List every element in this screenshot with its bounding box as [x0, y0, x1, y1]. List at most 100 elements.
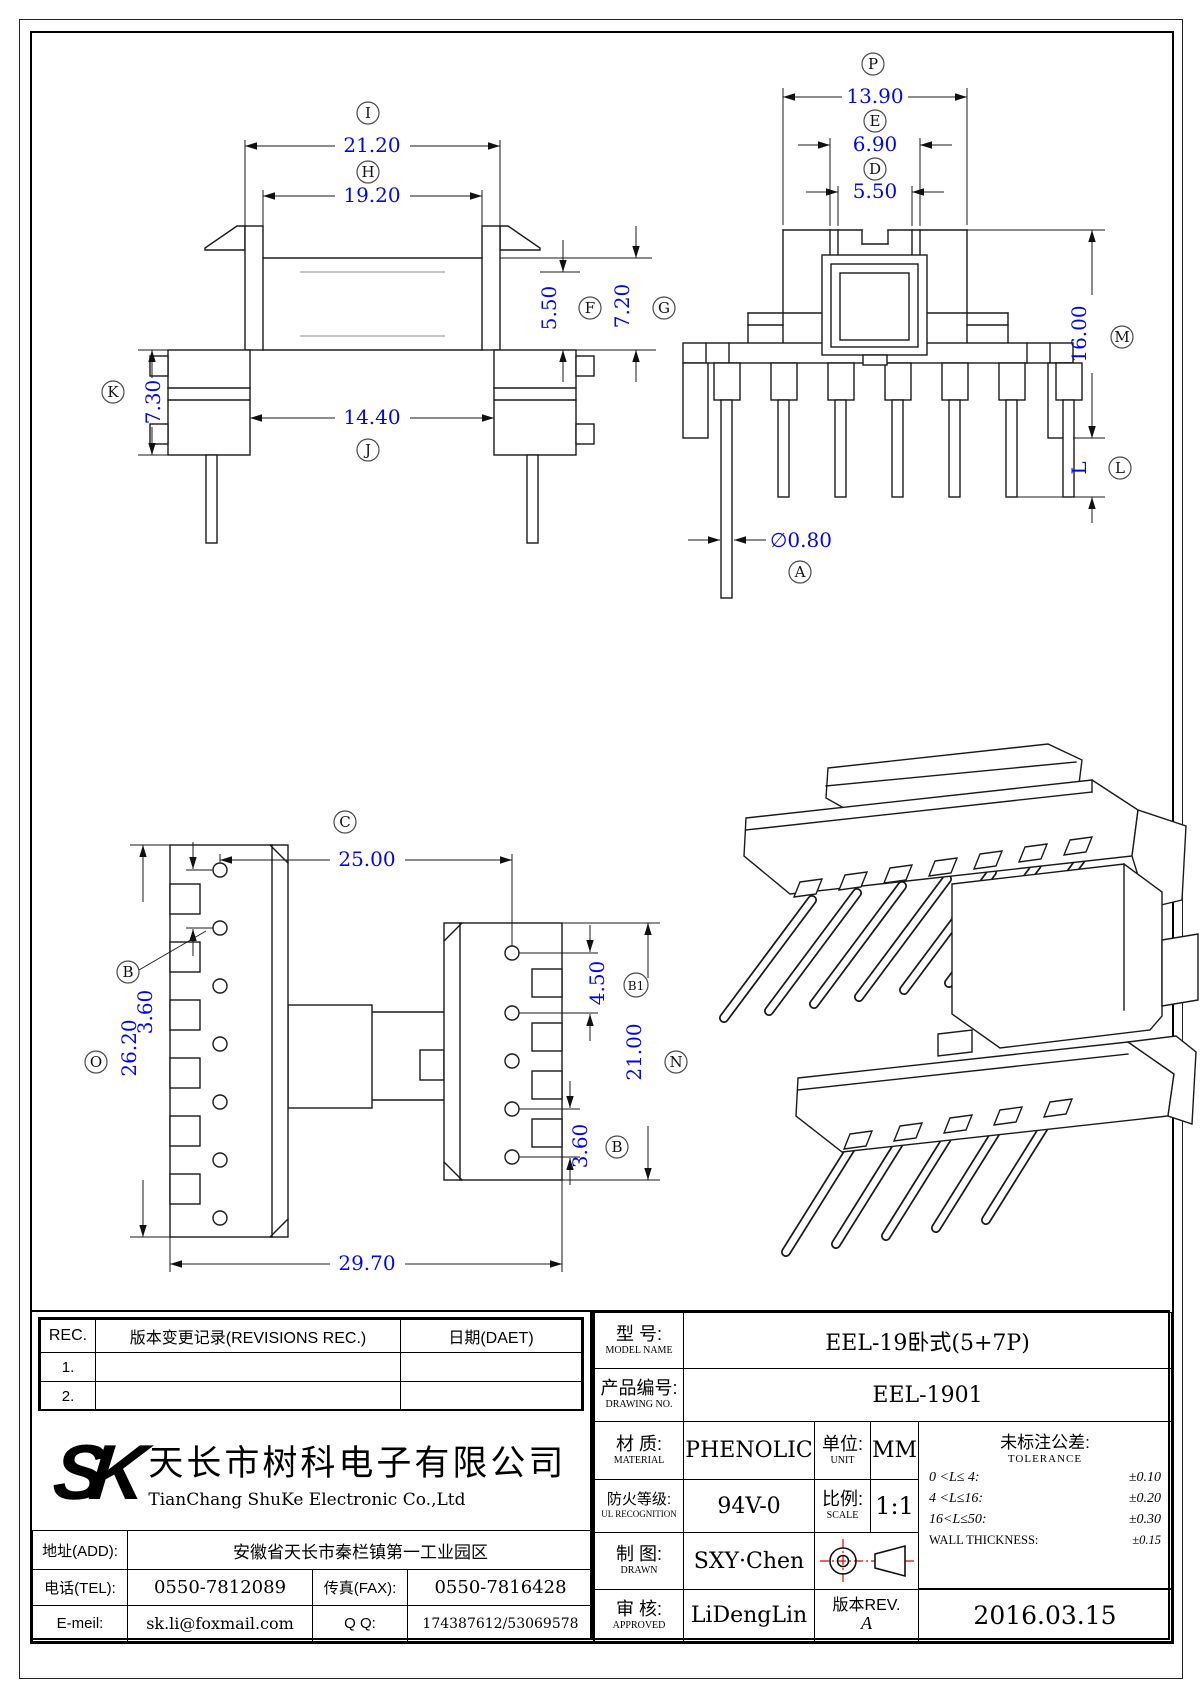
drawing-no-label: 产品编号:DRAWING NO. — [594, 1368, 684, 1422]
date-value: 2016.03.15 — [918, 1589, 1172, 1642]
front-pins — [713, 362, 1083, 599]
unit-label: 单位:UNIT — [814, 1421, 871, 1480]
fire-rating-value: 94V-0 — [683, 1479, 815, 1533]
model-value: EEL-19卧式(5+7P) — [683, 1312, 1172, 1369]
callout-o-icon: O — [84, 1050, 108, 1074]
dim-d: 5.50 — [853, 179, 898, 203]
callout-c-icon: C — [333, 810, 357, 834]
svg-text:B: B — [611, 1138, 622, 1156]
dim-m: 16.00 — [1067, 305, 1091, 362]
rev-value: A — [860, 1613, 872, 1634]
svg-text:D: D — [869, 160, 881, 178]
revision-col-rec: REC. — [40, 1319, 96, 1353]
svg-text:E: E — [870, 112, 881, 130]
plan-left-block — [169, 844, 289, 1238]
tolerance-title-cn: 未标注公差: — [1000, 1433, 1090, 1452]
tel-value: 0550-7812089 — [127, 1569, 313, 1606]
dim-p: 13.90 — [846, 84, 903, 108]
iso-lower-end-block — [1126, 1035, 1197, 1125]
material-label: 材 质:MATERIAL — [594, 1421, 684, 1480]
revision-row-2-num: 2. — [40, 1381, 96, 1411]
side-right-flange — [481, 225, 501, 351]
scale-value: 1:1 — [870, 1479, 919, 1533]
side-view-drawing: 21.20 I 19.20 H 14.40 J 7.30 K — [101, 101, 676, 544]
revision-row-1-num: 1. — [40, 1352, 96, 1382]
dim-c: 25.00 — [338, 847, 395, 871]
drawn-label: 制 图:DRAWN — [594, 1532, 684, 1590]
tel-label: 电话(TEL): — [32, 1569, 128, 1606]
material-value: PHENOLIC — [683, 1421, 815, 1480]
tolerance-row-wall: WALL THICKNESS:±0.15 — [929, 1533, 1161, 1547]
tolerance-block: 未标注公差: TOLERANCE 0 <L≤ 4:±0.10 4 <L≤16:±… — [918, 1421, 1172, 1589]
callout-p-icon: P — [861, 52, 885, 76]
callout-g-icon: G — [652, 296, 676, 320]
side-left-flange — [244, 225, 264, 351]
revision-row-1-date — [400, 1352, 582, 1382]
callout-d-icon: D — [863, 157, 887, 181]
email-value: sk.li@foxmail.com — [127, 1605, 313, 1642]
rev-label: 版本REV. — [832, 1596, 901, 1614]
company-name-en: TianChang ShuKe Electronic Co.,Ltd — [148, 1489, 466, 1510]
dim-j: 14.40 — [343, 405, 400, 429]
revision-row-2-date — [400, 1381, 582, 1411]
callout-j-icon: J — [356, 438, 380, 462]
qq-label: Q Q: — [312, 1605, 408, 1642]
company-banner: SK 天长市树科电子有限公司 TianChang ShuKe Electroni… — [32, 1412, 594, 1532]
side-right-pin — [526, 454, 539, 544]
dim-g: 7.20 — [610, 284, 634, 329]
address-value: 安徽省天长市秦栏镇第一工业园区 — [127, 1530, 594, 1570]
callout-i-icon: I — [356, 101, 380, 125]
tolerance-row: 0 <L≤ 4:±0.10 — [929, 1470, 1161, 1485]
projection-symbol-icon — [819, 1539, 914, 1583]
qq-value: 174387612/53069578 — [407, 1605, 594, 1642]
projection-symbol-cell — [814, 1532, 919, 1590]
address-label: 地址(ADD): — [32, 1530, 128, 1570]
side-right-tab — [499, 225, 541, 251]
iso-upper-teeth — [792, 836, 1094, 898]
dim-a: ∅0.80 — [770, 528, 832, 552]
plan-view-drawing: 25.00 C 26.20 O 3.60 B 4.50 — [84, 810, 688, 1275]
callout-b-bottom-icon: B — [605, 1135, 629, 1159]
side-left-pin — [205, 454, 218, 544]
side-right-base — [493, 349, 577, 456]
model-label: 型 号:MODEL NAME — [594, 1312, 684, 1369]
callout-b-left-icon: B — [116, 960, 140, 984]
drawing-no-value: EEL-1901 — [683, 1368, 1172, 1422]
company-logo: SK — [49, 1428, 135, 1516]
iso-lower-pins — [781, 1103, 1061, 1257]
plan-center-pedestal — [287, 1004, 373, 1109]
front-view-drawing: 13.90 P 6.90 E 5.50 D 16.00 — [682, 52, 1134, 599]
svg-text:A: A — [794, 563, 806, 581]
dim-f: 5.50 — [537, 286, 561, 331]
iso-notch — [937, 1029, 973, 1057]
fax-label: 传真(FAX): — [312, 1569, 408, 1606]
plan-right-block — [443, 922, 563, 1181]
svg-text:M: M — [1114, 328, 1129, 346]
callout-m-icon: M — [1110, 325, 1134, 349]
svg-text:B: B — [122, 963, 133, 981]
dim-b-left: 3.60 — [133, 990, 157, 1035]
revision-table: REC. 版本变更记录(REVISIONS REC.) 日期(DAET) 1. … — [38, 1317, 584, 1411]
dim-e: 6.90 — [853, 132, 898, 156]
fire-rating-label: 防火等级:UL RECOGNITION — [594, 1479, 684, 1533]
svg-text:C: C — [339, 813, 350, 831]
svg-text:P: P — [868, 55, 878, 73]
callout-k-icon: K — [101, 380, 125, 404]
dim-overall-width: 29.70 — [338, 1251, 395, 1275]
tolerance-row: 16<L≤50:±0.30 — [929, 1512, 1161, 1527]
svg-text:L: L — [1115, 459, 1125, 477]
callout-n-icon: N — [664, 1050, 688, 1074]
titleblock-spec: 型 号:MODEL NAME EEL-19卧式(5+7P) 产品编号:DRAWI… — [592, 1310, 1172, 1642]
svg-text:G: G — [658, 299, 670, 317]
company-name-cn: 天长市树科电子有限公司 — [148, 1443, 567, 1484]
dim-k: 7.30 — [141, 380, 165, 425]
svg-text:B1: B1 — [628, 979, 644, 993]
rev-cell: 版本REV. A — [814, 1589, 919, 1642]
isometric-view-drawing — [719, 743, 1199, 1257]
svg-text:F: F — [585, 299, 595, 317]
callout-b1-icon: B1 — [623, 972, 649, 998]
svg-text:N: N — [669, 1053, 682, 1071]
revision-row-2-desc — [95, 1381, 401, 1411]
callout-f-icon: F — [578, 296, 602, 320]
